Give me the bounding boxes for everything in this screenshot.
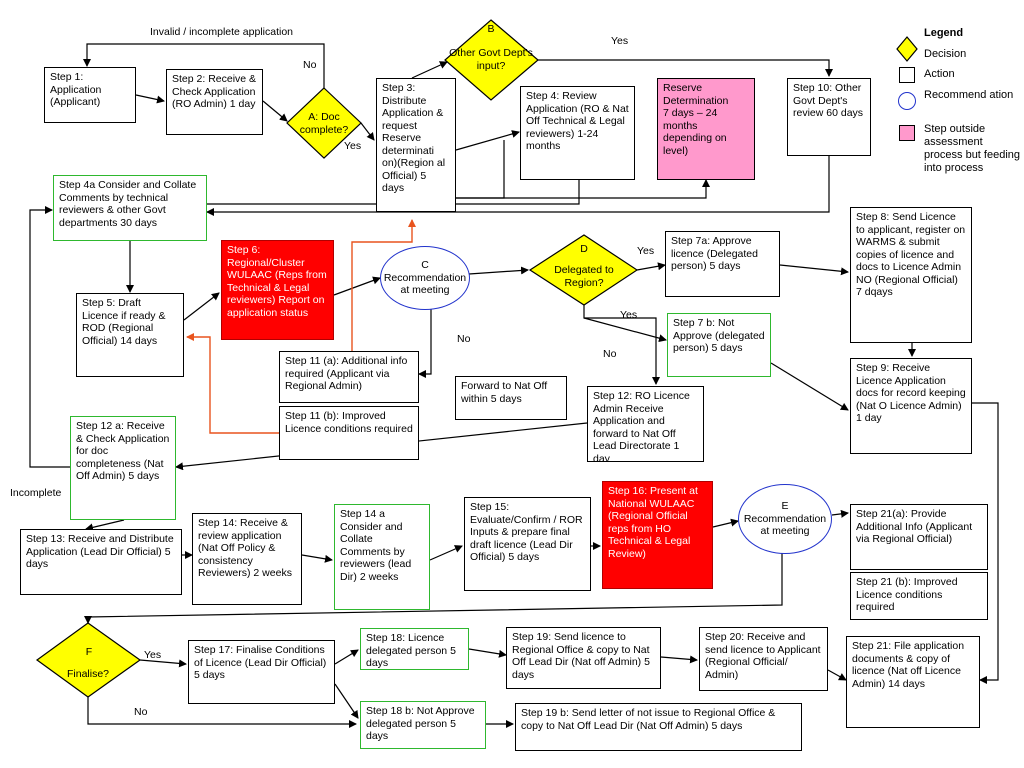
decision-f-diamond [35, 622, 142, 698]
reserve-determination: Reserve Determination 7 days – 24 months… [657, 78, 755, 180]
legend-title: Legend [924, 27, 964, 39]
legend-outside-label: Step outside assessment process but feed… [924, 123, 1021, 174]
step-4a: Step 4a Consider and Collate Comments by… [53, 175, 207, 241]
step-7b: Step 7 b: Not Approve (delegated person)… [667, 313, 771, 377]
step-8: Step 8: Send Licence to applicant, regis… [850, 207, 972, 343]
step-16: Step 16: Present at National WULAAC (Reg… [602, 481, 713, 589]
step-21b: Step 21 (b): Improved Licence conditions… [850, 572, 988, 620]
step-15: Step 15: Evaluate/Confirm / ROR Inputs &… [464, 497, 591, 591]
legend-recommendation-label: Recommend ation [924, 89, 1014, 101]
step-4: Step 4: Review Application (RO & Nat Off… [520, 86, 635, 180]
step-11b: Step 11 (b): Improved Licence conditions… [279, 406, 419, 460]
label-no-f: No [134, 706, 148, 718]
step-14: Step 14: Receive & review application (N… [192, 513, 302, 605]
label-yes-d: Yes [637, 245, 655, 257]
label-yes-a: Yes [344, 140, 362, 152]
recommendation-c-letter: C [421, 259, 429, 272]
recommendation-c-text: Recommendation at meeting [383, 271, 467, 297]
decision-f-letter: F [85, 646, 93, 658]
legend-outside-square [899, 125, 915, 141]
label-no-a: No [303, 59, 317, 71]
forward-to-nat-off: Forward to Nat Off within 5 days [455, 376, 567, 420]
legend-decision-label: Decision [924, 48, 967, 60]
label-yes-b: Yes [611, 35, 629, 47]
step-17: Step 17: Finalise Conditions of Licence … [188, 640, 335, 704]
legend-decision-diamond [896, 36, 918, 62]
step-1: Step 1: Application (Applicant) [44, 67, 136, 123]
decision-d-text: Delegated to Region? [554, 264, 614, 289]
step-21a: Step 21(a): Provide Additional Info (App… [850, 504, 988, 570]
step-14a: Step 14 a Consider and Collate Comments … [334, 504, 430, 610]
label-incomplete: Incomplete [10, 487, 62, 499]
label-yes-f: Yes [144, 649, 162, 661]
decision-b-text: Other Govt Dept's input? [449, 47, 533, 72]
step-21: Step 21: File application documents & co… [846, 636, 980, 728]
step-3: Step 3: Distribute Application & request… [376, 78, 456, 212]
step-10: Step 10: Other Govt Dept's review 60 day… [787, 78, 871, 156]
legend-recommendation-circle [898, 92, 916, 110]
decision-f-text: Finalise? [66, 668, 110, 680]
recommendation-c: C Recommendation at meeting [380, 246, 470, 310]
label-yes-d2: Yes [620, 309, 638, 321]
step-11a: Step 11 (a): Additional info required (A… [279, 351, 419, 403]
step-20: Step 20: Receive and send licence to App… [699, 627, 828, 691]
step-5: Step 5: Draft Licence if ready & ROD (Re… [76, 293, 184, 377]
step-9: Step 9: Receive Licence Application docs… [850, 358, 972, 454]
step-7a: Step 7a: Approve licence (Delegated pers… [665, 231, 780, 297]
legend-action-square [899, 67, 915, 83]
recommendation-e-letter: E [781, 500, 789, 513]
step-6: Step 6: Regional/Cluster WULAAC (Reps fr… [221, 240, 334, 340]
decision-a-diamond [286, 87, 362, 159]
recommendation-e: E Recommendation at meeting [738, 484, 832, 554]
step-19b: Step 19 b: Send letter of not issue to R… [515, 703, 802, 751]
label-no-c: No [457, 333, 471, 345]
decision-d-letter: D [580, 243, 588, 255]
recommendation-e-text: Recommendation at meeting [743, 512, 827, 538]
step-12: Step 12: RO Licence Admin Receive Applic… [587, 386, 704, 462]
legend-action-label: Action [924, 68, 955, 80]
step-12a: Step 12 a: Receive & Check Application f… [70, 416, 176, 520]
label-no-d: No [603, 348, 617, 360]
step-18b: Step 18 b: Not Approve delegated person … [360, 701, 486, 749]
label-invalid: Invalid / incomplete application [150, 26, 294, 38]
step-19: Step 19: Send licence to Regional Office… [506, 627, 661, 689]
step-13: Step 13: Receive and Distribute Applicat… [20, 529, 182, 595]
decision-a-text: A: Doc complete? [299, 111, 349, 136]
step-2: Step 2: Receive & Check Application (RO … [166, 69, 263, 135]
decision-b-diamond [444, 19, 539, 101]
step-18: Step 18: Licence delegated person 5 days [360, 628, 469, 670]
decision-b-letter: B [487, 23, 495, 35]
